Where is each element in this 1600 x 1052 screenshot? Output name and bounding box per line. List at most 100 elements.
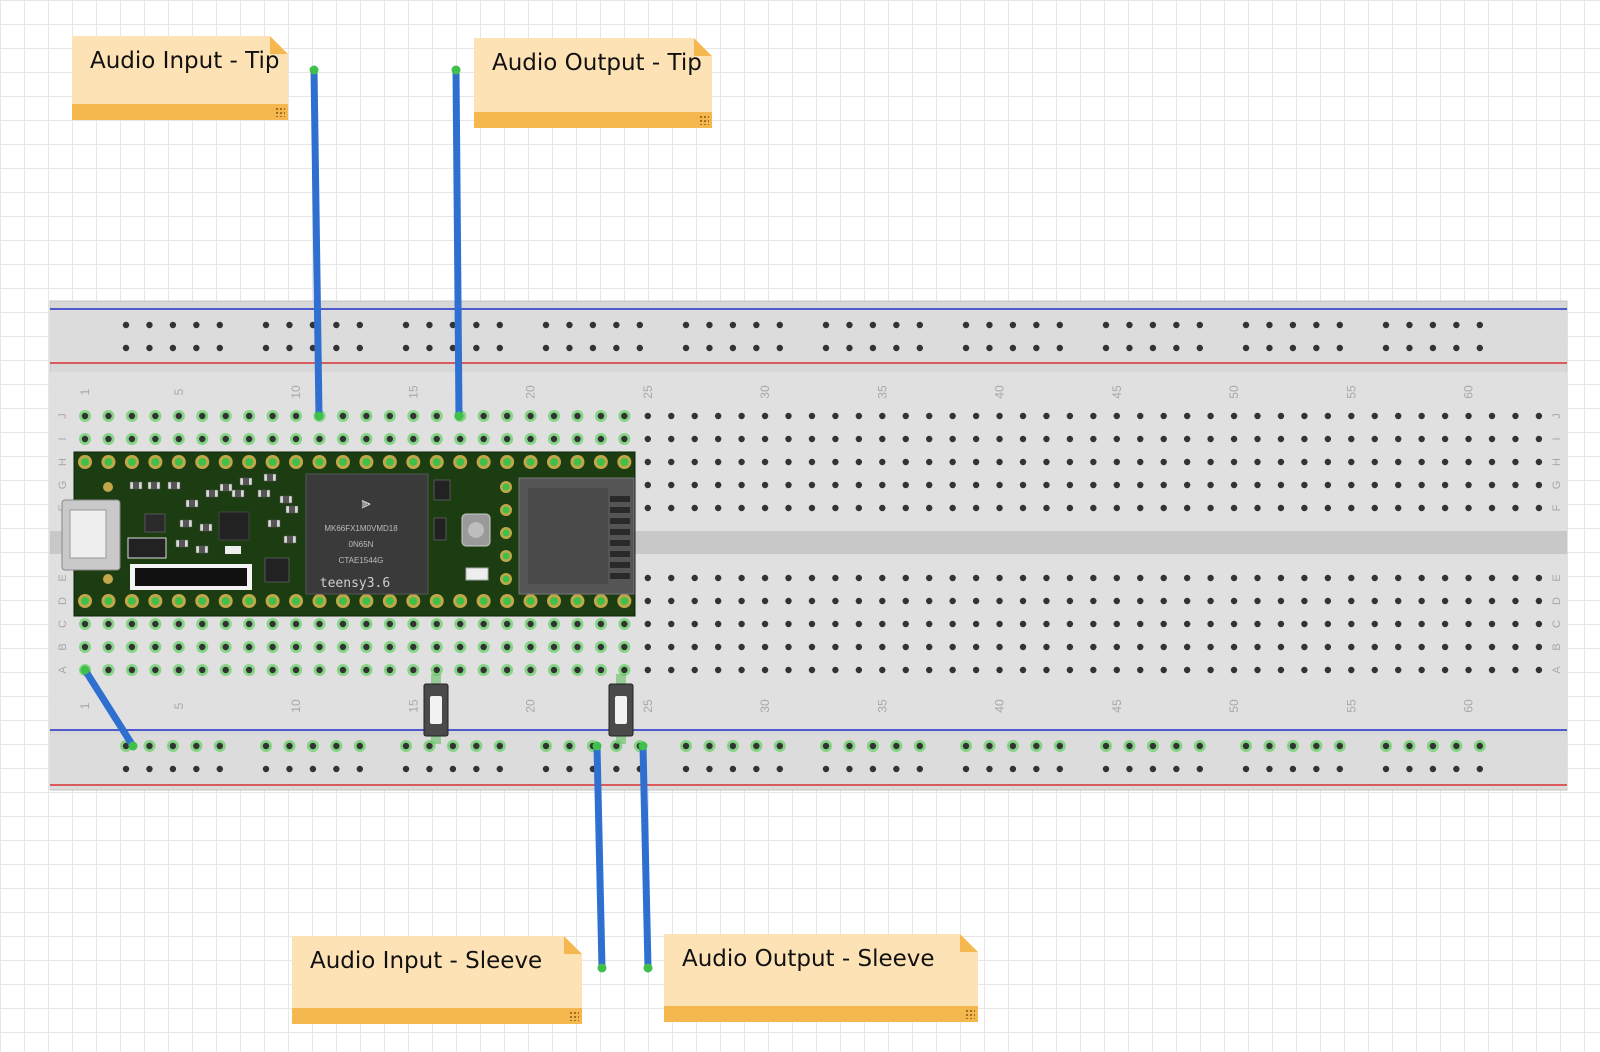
teensy-pin [245, 458, 254, 466]
rail-hole [589, 344, 597, 352]
component-led [465, 567, 489, 581]
breadboard-hole [738, 458, 745, 466]
breadboard-hole [926, 458, 933, 466]
smd-part-body [261, 490, 267, 497]
column-label: 60 [1462, 385, 1476, 399]
breadboard-hole [738, 620, 745, 628]
rail-hole [846, 765, 853, 773]
rail-hole [636, 321, 643, 329]
pushbuttons[interactable] [423, 674, 634, 744]
breadboard-hole [1512, 574, 1519, 582]
breadboard-hole [1277, 458, 1285, 466]
breadboard-hole [1535, 643, 1543, 651]
sticky-note-audio-output-tip[interactable]: Audio Output - Tip [474, 38, 712, 128]
breadboard-hole [1183, 458, 1191, 466]
rail-hole [1266, 344, 1273, 352]
breadboard-hole [644, 574, 651, 582]
breadboard-hole [644, 412, 651, 420]
breadboard-hole [503, 412, 511, 420]
breadboard-hole [879, 481, 886, 489]
breadboard-hole [1395, 435, 1402, 443]
rail-hole [286, 321, 293, 329]
breadboard-hole [222, 412, 229, 420]
power-rail-top [50, 309, 1567, 363]
breadboard-hole [926, 666, 933, 674]
breadboard-hole [902, 574, 909, 582]
breadboard-hole [1371, 597, 1378, 605]
breadboard-hole [245, 643, 253, 651]
breadboard-hole [1113, 666, 1121, 674]
breadboard-hole [105, 620, 112, 628]
rail-hole [1382, 742, 1390, 750]
breadboard-hole [1418, 597, 1425, 605]
breadboard-hole [550, 666, 558, 674]
wire[interactable] [452, 66, 463, 420]
breadboard-hole [480, 620, 487, 628]
row-label: I [57, 437, 69, 440]
rail-hole [426, 765, 433, 773]
breadboard-hole [1465, 481, 1472, 489]
breadboard-hole [1535, 597, 1543, 605]
breadboard-hole [1113, 597, 1121, 605]
breadboard-hole [175, 435, 182, 443]
wire[interactable] [593, 742, 606, 972]
breadboard-hole [761, 481, 769, 489]
breadboard-hole [1090, 504, 1097, 512]
breadboard-hole [926, 435, 933, 443]
breadboard-hole [410, 620, 417, 628]
rail-hole [262, 742, 270, 750]
rail-hole [1242, 321, 1250, 329]
sticky-note-audio-input-tip[interactable]: Audio Input - Tip [72, 36, 288, 120]
breadboard-hole [81, 435, 89, 443]
breadboard-hole [1019, 481, 1027, 489]
breadboard-hole [714, 435, 722, 443]
breadboard-hole [972, 458, 980, 466]
usb-port-slot [69, 509, 107, 559]
wire-endpoint [314, 411, 324, 421]
resize-grip-icon[interactable] [699, 115, 709, 125]
rail-hole [169, 742, 177, 750]
breadboard-hole [1301, 666, 1308, 674]
rail-hole [869, 765, 877, 773]
resize-grip-icon[interactable] [965, 1009, 975, 1019]
rail-hole [402, 742, 410, 750]
breadboard-hole [1019, 412, 1027, 420]
resize-grip-icon[interactable] [275, 107, 285, 117]
rail-hole [682, 344, 690, 352]
wires[interactable] [80, 65, 653, 973]
smd-components [129, 473, 299, 554]
breadboard-hole [245, 435, 253, 443]
sd-contact [610, 540, 630, 546]
breadboard-hole [621, 620, 628, 628]
breadboard-hole [1324, 597, 1332, 605]
breadboard-hole [1230, 458, 1238, 466]
breadboard-hole [1441, 620, 1449, 628]
breadboard-hole [269, 643, 276, 651]
breadboard-hole [1348, 574, 1355, 582]
breadboard-hole [128, 435, 136, 443]
breadboard-holes[interactable] [79, 321, 1543, 773]
teensy-pin [268, 597, 277, 605]
wire[interactable] [81, 666, 137, 750]
sticky-note-audio-input-sleeve[interactable]: Audio Input - Sleeve [292, 936, 582, 1024]
breadboard-hole [1371, 435, 1378, 443]
breadboard-hole [386, 435, 394, 443]
sticky-note-audio-output-sleeve[interactable]: Audio Output - Sleeve [664, 934, 978, 1022]
wire[interactable] [310, 66, 323, 420]
breadboard-hole [691, 666, 698, 674]
resize-grip-icon[interactable] [569, 1011, 579, 1021]
breadboard-hole [1488, 412, 1496, 420]
rail-hole [309, 742, 317, 750]
breadboard-hole [926, 643, 933, 651]
breadboard-hole [691, 574, 698, 582]
row-label: A [57, 666, 69, 674]
rail-hole [356, 765, 363, 773]
teensy-3-6-board[interactable]: ⫸ MK66FX1M0VMD18 0N65N CTAE1544G teensy3… [61, 451, 636, 617]
breadboard-hole [1090, 458, 1097, 466]
breadboard-hole [128, 620, 136, 628]
breadboard-hole [1324, 435, 1332, 443]
breadboard-hole [1207, 504, 1214, 512]
wire[interactable] [639, 742, 652, 972]
breadboard-hole [832, 481, 839, 489]
